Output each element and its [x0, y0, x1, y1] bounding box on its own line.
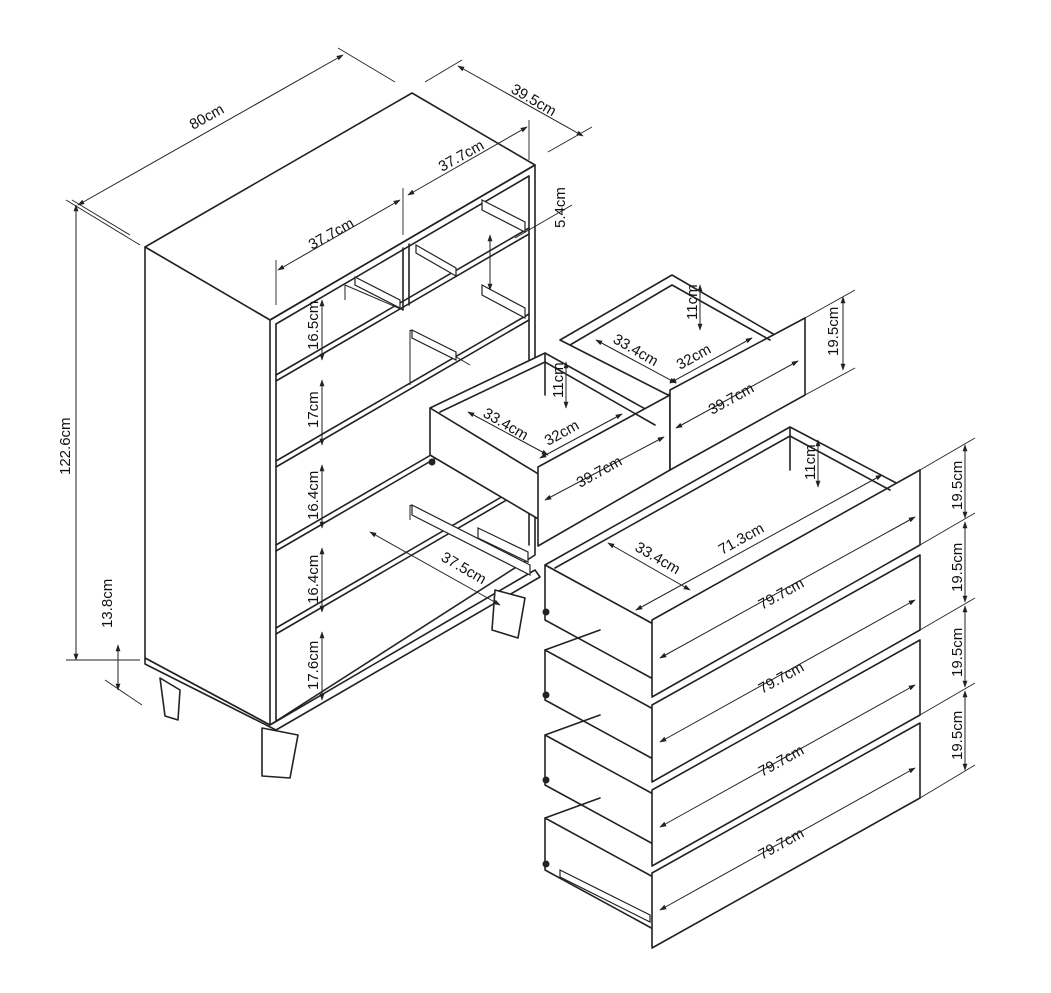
bottom-width-label: 37.5cm: [438, 549, 489, 588]
depth-label: 39.5cm: [508, 81, 559, 120]
small-drawer-b: 11cm 33.4cm 32cm 39.7cm 19.5cm: [559, 274, 856, 471]
leg-front-left: [159, 677, 181, 721]
legs: [159, 589, 526, 779]
front-height-3-label: 19.5cm: [949, 628, 966, 677]
large-drawer-front-heights: 19.5cm 19.5cm 19.5cm 19.5cm: [919, 437, 976, 799]
large-drawer-4-front-line: [659, 767, 916, 911]
compartment-height-2-label: 17cm: [305, 391, 322, 428]
small-drawer-b-depth-line: [595, 339, 677, 384]
front-height-1-label: 19.5cm: [949, 461, 966, 510]
shelf-2: [275, 313, 530, 462]
large-drawer-4: 79.7cm: [542, 722, 921, 949]
front-height-4-label: 19.5cm: [949, 711, 966, 760]
front-height-2-label: 19.5cm: [949, 543, 966, 592]
compartment-height-1-label: 16.5cm: [305, 301, 322, 350]
small-drawer-a-depth-line: [467, 411, 549, 456]
width-label: 80cm: [187, 101, 227, 134]
small-drawer-a: 11cm 33.4cm 32cm 39.7cm: [428, 352, 671, 547]
width-dimension-line: [77, 54, 344, 206]
bottom-width-dimension-line: [369, 531, 501, 606]
small-drawer-a-height-label: 11cm: [550, 362, 567, 398]
leg-height-label: 13.8cm: [99, 579, 116, 628]
cabinet-side: [144, 246, 271, 726]
cabinet-base: [144, 569, 541, 731]
compartment-height-3-label: 16.4cm: [305, 471, 322, 520]
small-drawer-a-knob: [428, 458, 436, 466]
shelf-1: [275, 227, 530, 376]
small-drawer-b-height-label: 11cm: [684, 284, 701, 320]
small-drawer-b-front-line: [675, 360, 799, 429]
small-drawer-a-front-line: [544, 436, 665, 501]
large-drawer-3-knob: [542, 776, 550, 784]
top-left-width-dimension-line: [277, 199, 401, 271]
leg-front-right: [261, 727, 299, 779]
top-gap-label: 5.4cm: [552, 187, 569, 228]
large-drawer-4-knob: [542, 860, 550, 868]
large-drawer-inner-height-label: 11cm: [802, 444, 819, 480]
small-drawer-front-height-label: 19.5cm: [825, 307, 842, 356]
depth-dimension-line: [457, 65, 584, 137]
leg-back-right: [491, 589, 526, 639]
height-label: 122.6cm: [57, 417, 74, 475]
large-drawers: 11cm 33.4cm 71.3cm 79.7cm 79.7cm 79.7cm: [542, 426, 976, 949]
compartment-height-4-label: 16.4cm: [305, 555, 322, 604]
large-drawer-2-knob: [542, 691, 550, 699]
compartment-height-5-label: 17.6cm: [305, 641, 322, 690]
top-right-width-dimension-line: [407, 126, 528, 196]
large-drawer-1-knob: [542, 608, 550, 616]
